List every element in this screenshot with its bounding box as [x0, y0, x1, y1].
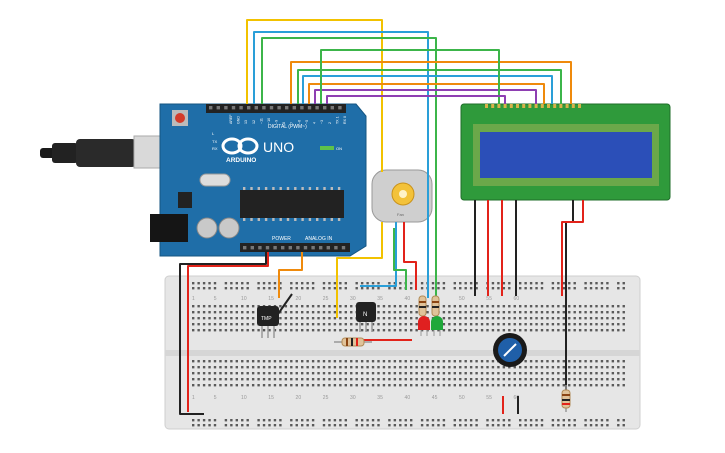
arduino-logo-icon	[221, 137, 259, 155]
pin-label: 13	[244, 120, 248, 124]
wire-blue-led	[253, 31, 429, 298]
tx-label: TX	[212, 139, 217, 144]
column-number-bottom: 45	[432, 395, 438, 401]
analog-label: ANALOG IN	[305, 236, 333, 242]
pin-label: TX 1	[335, 116, 339, 124]
pin-label: 12	[252, 120, 256, 124]
column-number-top: 15	[268, 296, 274, 302]
power-analog-header	[240, 243, 350, 252]
arduino-brand-label: ARDUINO	[226, 157, 256, 164]
column-number-top: 5	[214, 296, 217, 302]
pin-label: 7	[290, 122, 294, 124]
column-number-bottom: 15	[268, 395, 274, 401]
wire-purple-lcd-rs	[326, 95, 506, 104]
digital-header	[206, 104, 346, 113]
column-number-top: 60	[514, 296, 520, 302]
lcd-16x2	[460, 103, 671, 201]
arduino-uno-board: ARDUINO UNO DIGITAL (PWM~) POWER ANALOG …	[40, 103, 367, 257]
pin-label: ~3	[320, 120, 324, 124]
resistor-led-red	[418, 295, 427, 317]
column-number-bottom: 60	[514, 395, 520, 401]
wires	[179, 19, 584, 415]
pin-label: AREF	[229, 114, 233, 124]
wire-green-lcd	[297, 69, 562, 104]
on-label: ON	[336, 146, 342, 151]
led-red	[418, 316, 430, 336]
column-number-bottom: 35	[377, 395, 383, 401]
resistor-led-green	[431, 295, 440, 317]
usb-cable	[40, 135, 175, 169]
power-jack	[150, 214, 188, 242]
column-number-bottom: 40	[405, 395, 411, 401]
motor-label: Fan	[397, 212, 404, 217]
npn-transistor: N	[356, 302, 376, 332]
power-label: POWER	[272, 236, 291, 242]
column-number-top: 20	[296, 296, 302, 302]
potentiometer	[493, 333, 527, 367]
wire-green-lcd-en	[320, 49, 500, 104]
column-number-bottom: 25	[323, 395, 329, 401]
wire-purple-lcd	[314, 89, 537, 104]
column-number-top: 55	[486, 296, 492, 302]
column-number-top: 10	[241, 296, 247, 302]
pin-label: 2	[328, 122, 332, 124]
atmega-chip	[240, 190, 344, 218]
pin-label: RX 0	[343, 116, 347, 124]
wire-orange-analog	[278, 252, 303, 298]
column-number-bottom: 10	[241, 395, 247, 401]
pin-label: GND	[237, 116, 241, 124]
led-green	[431, 316, 443, 336]
pin-label: 8	[282, 122, 286, 124]
wire-green-led	[261, 37, 437, 298]
resistor-lcd	[561, 385, 571, 412]
column-number-bottom: 50	[459, 395, 465, 401]
dc-motor: Fan	[371, 169, 433, 223]
rx-label: RX	[212, 146, 218, 151]
pin-label: ~10	[267, 118, 271, 124]
wire-orange-lcd-2	[308, 83, 545, 104]
wire-blue-lcd	[302, 75, 553, 104]
pin-label: ~6	[297, 120, 301, 124]
arduino-model-label: UNO	[263, 139, 294, 155]
column-number-bottom: 5	[214, 395, 217, 401]
sensor-label: TMP	[261, 316, 272, 322]
pin-label: ~5	[305, 120, 309, 124]
pin-label: ~11	[259, 118, 263, 124]
pin-label: 4	[313, 122, 317, 124]
lcd-screen	[480, 132, 652, 178]
l-label: L	[212, 131, 215, 136]
column-number-top: 25	[323, 296, 329, 302]
column-number-top: 30	[350, 296, 356, 302]
wire-orange-lcd	[290, 61, 572, 104]
column-number-top: 1	[192, 296, 195, 302]
column-number-bottom: 1	[192, 395, 195, 401]
column-number-bottom: 55	[486, 395, 492, 401]
digital-header-label: DIGITAL (PWM~)	[268, 124, 307, 130]
column-number-top: 50	[459, 296, 465, 302]
column-number-bottom: 30	[350, 395, 356, 401]
pin-label: ~9	[275, 120, 279, 124]
temperature-sensor: TMP	[257, 306, 279, 338]
column-number-top: 40	[405, 296, 411, 302]
column-number-bottom: 20	[296, 395, 302, 401]
column-number-top: 35	[377, 296, 383, 302]
resistor-base	[334, 337, 372, 347]
transistor-label: N	[363, 312, 367, 318]
